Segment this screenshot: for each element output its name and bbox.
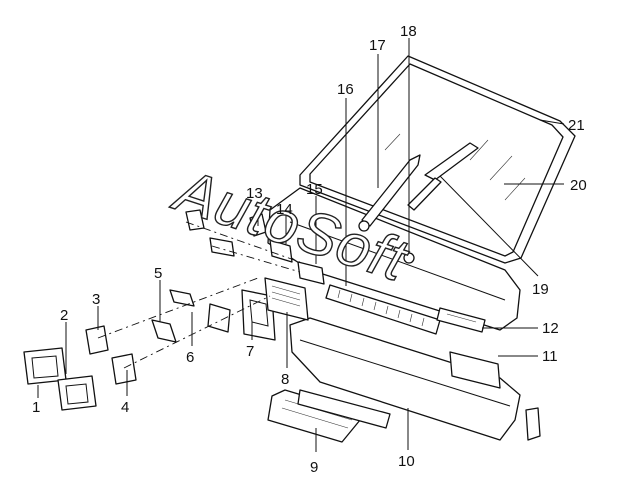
wiper-pivot-right	[403, 252, 415, 264]
callout-20: 20	[570, 177, 587, 194]
mounting-brackets	[151, 289, 231, 343]
lamp-unit-upper	[85, 325, 109, 355]
cab-front-panel	[267, 187, 521, 335]
callout-6: 6	[186, 349, 194, 366]
alignment-lines	[97, 221, 301, 369]
callout-labels: 1 2 3 4 5 6 7 8 9 10 11 12 13 14 15 16 1…	[32, 23, 587, 476]
callout-9: 9	[310, 459, 318, 476]
callout-17: 17	[369, 37, 386, 54]
fog-lamp-assemblies	[23, 325, 137, 411]
callout-13: 13	[246, 185, 263, 202]
lamp-unit-lower	[111, 353, 137, 385]
callout-3: 3	[92, 291, 100, 308]
callout-10: 10	[398, 453, 415, 470]
callout-11: 11	[542, 348, 558, 365]
callout-19: 19	[532, 281, 549, 298]
bumper-body	[289, 317, 521, 441]
callout-18: 18	[400, 23, 417, 40]
windscreen-glass	[309, 63, 564, 257]
callout-2: 2	[60, 307, 68, 324]
callout-21: 21	[568, 117, 585, 134]
fog-lamp-recess	[449, 351, 501, 389]
callout-1: 1	[32, 399, 40, 416]
callout-7: 7	[246, 343, 254, 360]
front-bumper	[289, 317, 521, 441]
fog-lamp-left	[23, 347, 67, 385]
callout-5: 5	[154, 265, 162, 282]
leader-lines	[37, 38, 565, 452]
windscreen-assembly	[299, 55, 576, 264]
grille-slot	[325, 284, 441, 335]
wiper-pivot-left	[358, 220, 370, 232]
bumper-end-bracket	[525, 407, 541, 441]
callout-15: 15	[306, 181, 323, 198]
wiper-arm-right	[403, 142, 479, 264]
callout-14: 14	[276, 201, 293, 218]
callout-4: 4	[121, 399, 129, 416]
headlamp-housing-right	[264, 277, 309, 321]
callout-16: 16	[337, 81, 354, 98]
plate-holder	[297, 389, 391, 429]
number-plate	[267, 389, 366, 443]
grille-panel	[436, 307, 486, 333]
callout-12: 12	[542, 320, 559, 337]
callout-8: 8	[281, 371, 289, 388]
fog-lamp-right	[57, 375, 97, 411]
indicator-lamps	[185, 209, 325, 285]
wiper-arm-left	[358, 154, 421, 232]
